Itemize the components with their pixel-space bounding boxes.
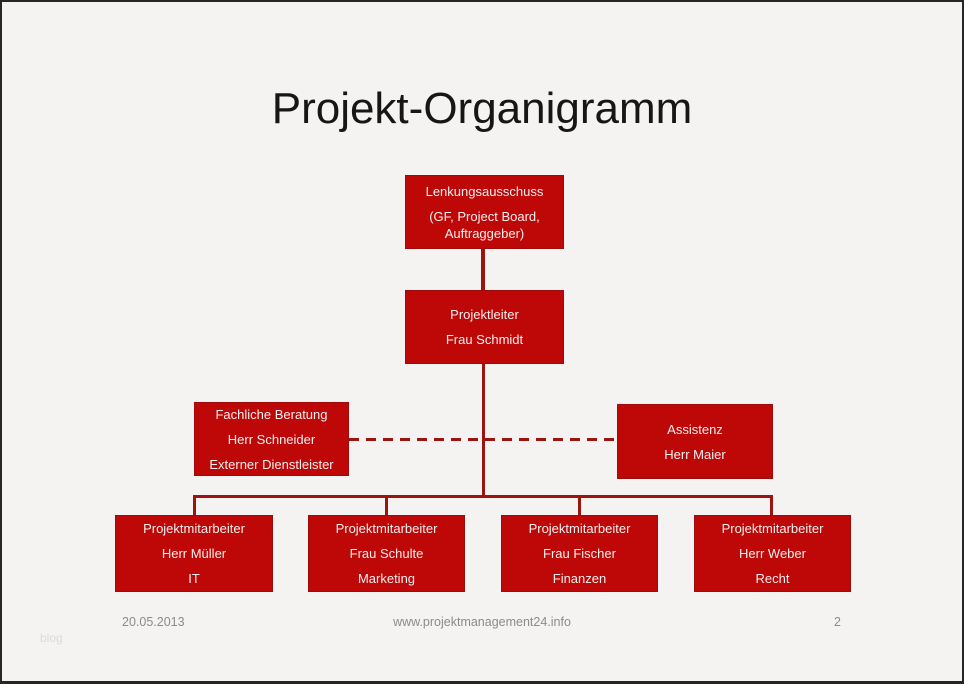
connector-leader-to-team (482, 363, 485, 497)
org-node-projektleiter: Projektleiter Frau Schmidt (405, 290, 564, 364)
slide-footer: 20.05.2013 www.projektmanagement24.info … (2, 615, 962, 633)
footer-website: www.projektmanagement24.info (393, 615, 571, 629)
connector-drop-worker4 (770, 495, 773, 516)
org-node-projektmitarbeiter-it: Projektmitarbeiter Herr Müller IT (115, 515, 273, 592)
node-line: Herr Müller (161, 546, 227, 561)
org-node-projektmitarbeiter-marketing: Projektmitarbeiter Frau Schulte Marketin… (308, 515, 465, 592)
node-line: Herr Maier (664, 446, 726, 462)
footer-page-number: 2 (834, 615, 841, 629)
node-line: Frau Fischer (543, 546, 616, 561)
connector-steering-to-leader (481, 248, 485, 291)
node-line: Frau Schulte (349, 546, 424, 561)
node-line: Projektmitarbeiter (721, 521, 824, 536)
connector-drop-worker2 (385, 495, 388, 516)
node-line: (GF, Project Board, (429, 208, 540, 224)
node-line: Projektmitarbeiter (528, 521, 631, 536)
org-node-projektmitarbeiter-recht: Projektmitarbeiter Herr Weber Recht (694, 515, 851, 592)
slide-title: Projekt-Organigramm (271, 84, 693, 133)
node-line: Marketing (357, 571, 416, 586)
org-node-projektmitarbeiter-finanzen: Projektmitarbeiter Frau Fischer Finanzen (501, 515, 658, 592)
blog-watermark: blog (40, 631, 63, 645)
node-line: Projektmitarbeiter (335, 521, 438, 536)
connector-drop-worker1 (193, 495, 196, 516)
connector-dashed-advisor-assistant (349, 438, 617, 441)
org-node-lenkungsausschuss: Lenkungsausschuss (GF, Project Board, Au… (405, 175, 564, 249)
node-line: Projektleiter (450, 307, 519, 322)
org-node-fachliche-beratung: Fachliche Beratung Herr Schneider Extern… (194, 402, 349, 476)
node-line: Assistenz (667, 421, 723, 437)
node-line: Frau Schmidt (445, 332, 524, 347)
node-line: Recht (755, 571, 790, 586)
node-line: IT (188, 571, 200, 586)
org-node-assistenz: Assistenz Herr Maier (617, 404, 773, 479)
node-line: Herr Schneider (227, 431, 316, 447)
node-line: Externer Dienstleister (209, 456, 334, 472)
node-line: Herr Weber (739, 546, 806, 561)
footer-date: 20.05.2013 (122, 615, 185, 629)
connector-drop-worker3 (578, 495, 581, 516)
node-line: Finanzen (552, 571, 607, 586)
node-line: Auftraggeber) (444, 225, 525, 241)
node-line: Projektmitarbeiter (143, 521, 245, 536)
connector-team-horizontal (193, 495, 773, 498)
node-line: Lenkungsausschuss (425, 183, 544, 199)
node-line: Fachliche Beratung (215, 406, 328, 422)
